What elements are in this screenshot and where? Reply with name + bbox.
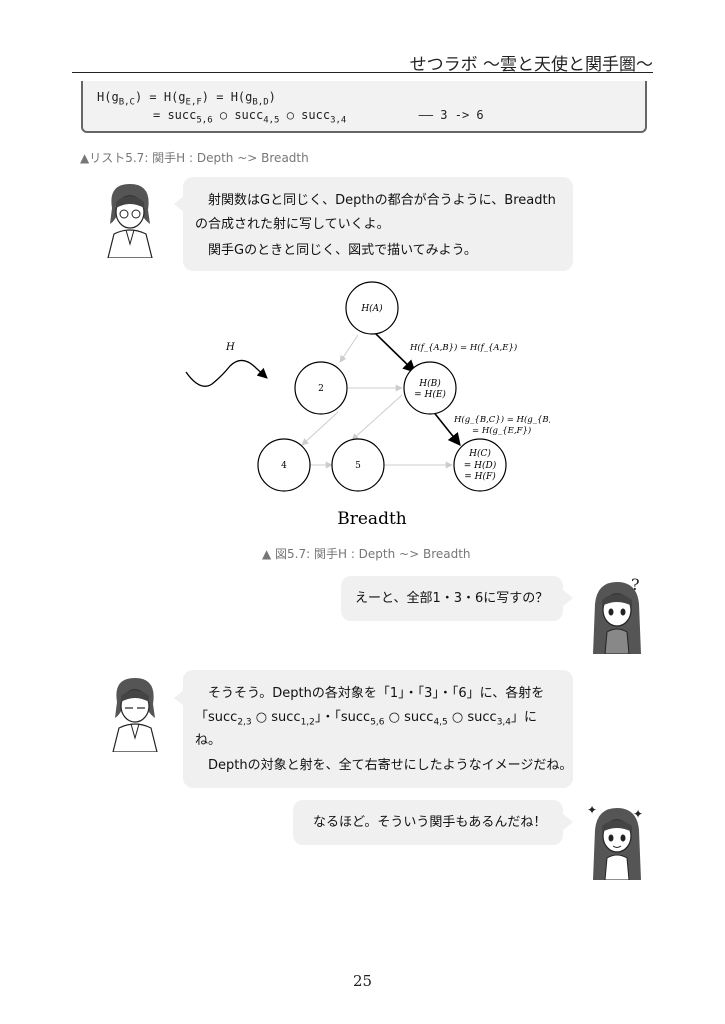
sparkle-icon-right: ✦ (633, 807, 643, 821)
node-c-label-2: = H(D) (464, 460, 497, 471)
grey-arrow-a-2 (339, 334, 359, 363)
code-listing: H(gB,C) = H(gE,F) = H(gB,D) = succ5,6 ○ … (81, 81, 647, 133)
diagram-title: Breadth (337, 509, 407, 529)
bubble-1-line-2: 関手Gのときと同じく、図式で描いてみよう。 (208, 243, 477, 258)
header-rule (72, 72, 653, 73)
node-a (345, 281, 399, 335)
grey-arrow-2-4 (301, 411, 339, 446)
node-5 (331, 438, 385, 492)
code-line-2: = succ5,6 ○ succ4,5 ○ succ3,4 —— 3 -> 6 (153, 108, 484, 126)
character-avatar-glasses (107, 184, 153, 258)
edge-bc-label-2: = H(g_{E,F}) (472, 425, 531, 436)
node-4 (257, 438, 311, 492)
character-avatar-longhair-happy: ✦ ✦ (587, 803, 643, 880)
arrow-a-b (374, 332, 416, 373)
bubble-3-line-1: そうそう。Depthの各対象を「1」・「3」・「6」に、各射を (208, 686, 545, 701)
code-line-1: H(gB,C) = H(gE,F) = H(gB,D) (97, 90, 276, 108)
node-2-label: 2 (318, 384, 324, 394)
node-a-label: H(A) (360, 303, 383, 314)
speech-bubble-2: えーと、全部1・3・6に写すの？ (341, 576, 563, 621)
bubble-2-text: えーと、全部1・3・6に写すの？ (355, 591, 549, 606)
functor-squiggle-arrow (185, 359, 268, 387)
character-avatar-longhair: ? (593, 575, 641, 654)
node-4-label: 4 (281, 461, 287, 471)
arrow-b-c (431, 409, 461, 446)
functor-diagram: H(A) 2 H(B) = H(E) 4 5 H(C) = H(D) = H(F… (185, 281, 550, 529)
edge-bc-label-1: H(g_{B,C}) = H(g_{B,D}) (453, 414, 550, 425)
edge-ab-label: H(f_{A,B}) = H(f_{A,E}) (409, 342, 517, 353)
bubble-3-line-2: 「succ2,3 ○ succ1,2」・「succ5,6 ○ succ4,5 ○… (195, 710, 538, 728)
node-5-label: 5 (355, 461, 361, 471)
bubble-4-tail (563, 814, 573, 830)
node-b (403, 361, 457, 415)
grey-arrow-b-5 (351, 394, 403, 441)
bubble-3-line-3: ね。 (195, 733, 222, 748)
running-header-title: せつラボ 〜雲と天使と関手圏〜 (409, 55, 653, 75)
bubble-1-tail (174, 196, 184, 212)
node-c (453, 438, 507, 492)
page-number: 25 (352, 972, 373, 990)
question-mark-icon: ? (631, 575, 640, 594)
figure-caption: ▲ 図5.7: 関手H : Depth ~> Breadth (262, 547, 471, 561)
node-b-label-1: H(B) (418, 378, 441, 389)
listing-caption: ▲リスト5.7: 関手H : Depth ~> Breadth (80, 151, 309, 165)
bubble-1-line-1: 射関数はGと同じく、Depthの都合が合うように、Breadthの合成された射に… (195, 193, 556, 232)
bubble-3-tail (174, 690, 184, 706)
speech-bubble-4: なるほど。そういう関手もあるんだね！ (293, 800, 563, 845)
node-2 (294, 361, 348, 415)
node-c-label-3: = H(F) (464, 471, 496, 482)
bubble-4-text: なるほど。そういう関手もあるんだね！ (313, 815, 547, 830)
node-c-label-1: H(C) (468, 448, 491, 459)
functor-label: H (225, 342, 235, 353)
character-avatar-glasses-2 (112, 678, 158, 752)
bubble-2-tail (563, 590, 573, 606)
sparkle-icon-left: ✦ (587, 803, 597, 817)
node-b-label-2: = H(E) (414, 389, 446, 400)
speech-bubble-1: 射関数はGと同じく、Depthの都合が合うように、Breadthの合成された射に… (183, 177, 573, 271)
speech-bubble-3: そうそう。Depthの各対象を「1」・「3」・「6」に、各射を 「succ2,3… (183, 670, 573, 788)
bubble-3-line-4: Depthの対象と射を、全て右寄せにしたようなイメージだね。 (208, 758, 573, 773)
